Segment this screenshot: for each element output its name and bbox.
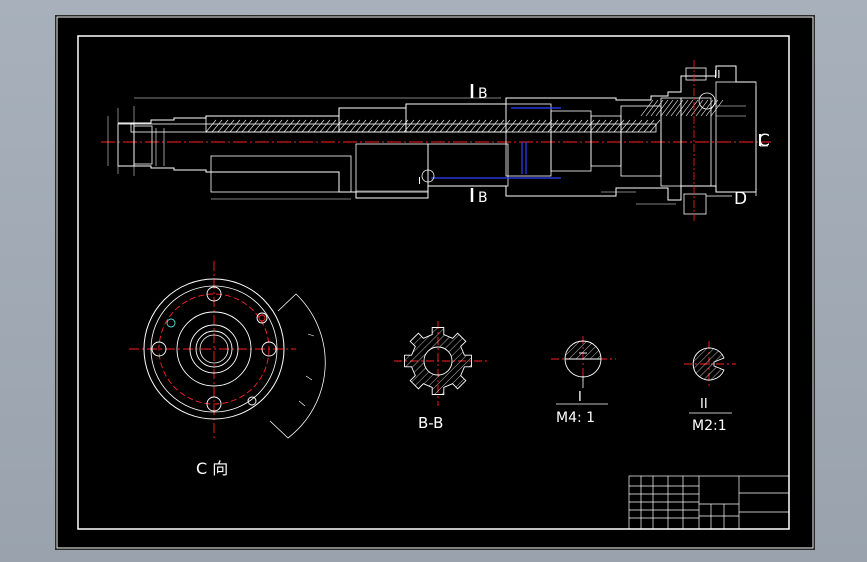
drawing-sheet: B B C D II I [55, 15, 815, 550]
detail-1-title: I [578, 390, 582, 405]
detail-callout-2: II [714, 68, 721, 81]
view-marker-d: D [734, 189, 747, 209]
detail-2-title: II [700, 397, 708, 412]
title-block [628, 475, 790, 530]
c-view-title: C 向 [196, 459, 228, 478]
detail-2: II M2:1 [684, 341, 736, 434]
inner-frame [77, 35, 790, 530]
outer-frame [56, 16, 814, 549]
detail-callout-1: I [418, 176, 421, 187]
detail-1: I M4: 1 [551, 336, 616, 426]
c-view-flange: C 向 [129, 261, 326, 478]
detail-1-scale: M4: 1 [556, 410, 595, 426]
section-marker-b-bottom: B [478, 190, 488, 206]
view-marker-c: C [758, 131, 770, 151]
drawing-canvas: B B C D II I [56, 16, 814, 549]
section-marker-b-top: B [478, 86, 488, 102]
section-bb-title: B-B [418, 414, 443, 432]
shaft-section-view: B B C D II I [101, 60, 771, 221]
section-bb: B-B [394, 321, 488, 432]
detail-2-scale: M2:1 [692, 418, 727, 434]
